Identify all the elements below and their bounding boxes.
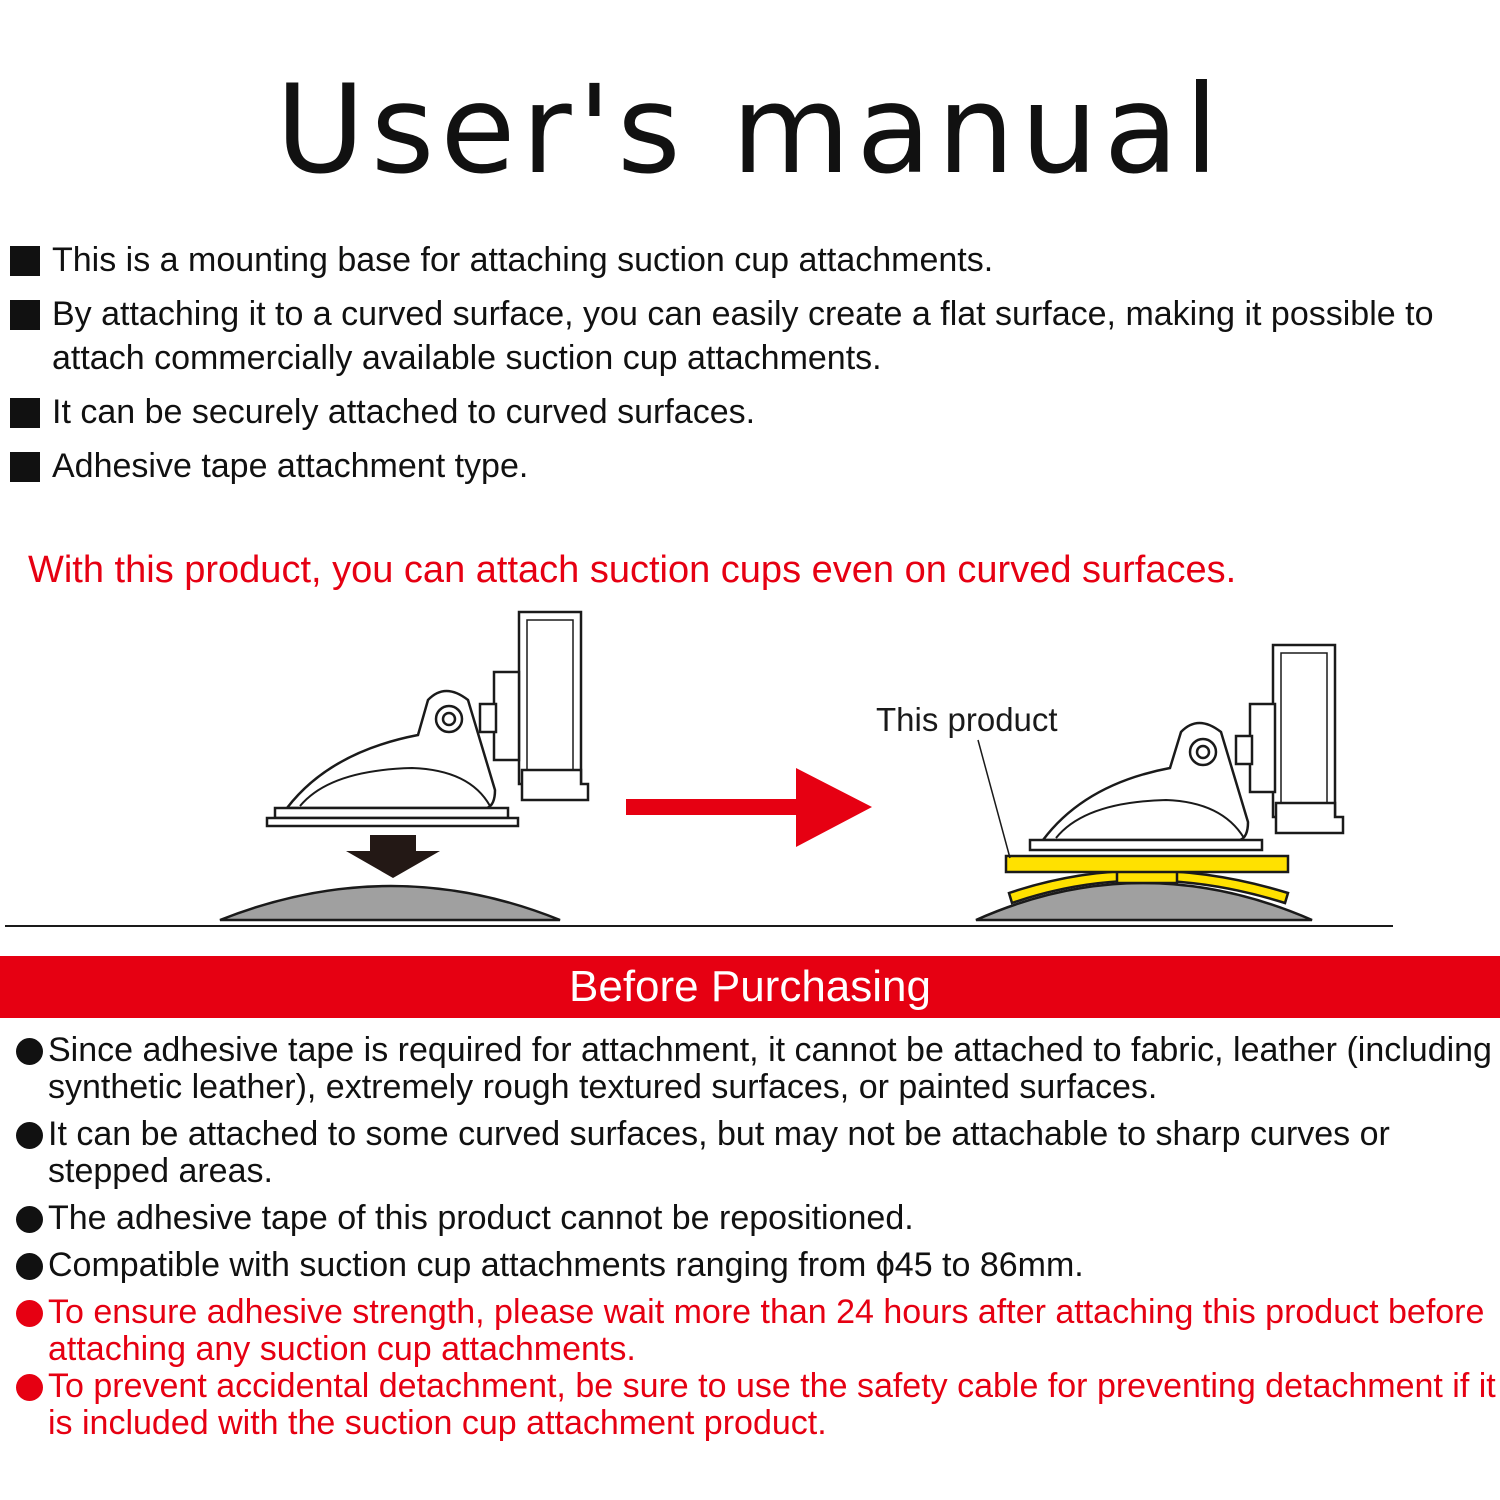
circle-bullet-icon (16, 1300, 43, 1327)
note-text: It can be attached to some curved surfac… (48, 1115, 1390, 1190)
square-bullet-icon (10, 300, 40, 330)
feature-list: This is a mounting base for attaching su… (10, 238, 1495, 498)
suction-mount-left (265, 610, 590, 828)
circle-bullet-icon (16, 1122, 43, 1149)
note-item: The adhesive tape of this product cannot… (16, 1200, 1496, 1237)
note-item: Since adhesive tape is required for atta… (16, 1032, 1496, 1106)
feature-item: It can be securely attached to curved su… (10, 390, 1495, 434)
note-item: It can be attached to some curved surfac… (16, 1116, 1496, 1190)
feature-item: By attaching it to a curved surface, you… (10, 292, 1495, 380)
notes-list: Since adhesive tape is required for atta… (16, 1032, 1496, 1442)
note-text: The adhesive tape of this product cannot… (48, 1199, 914, 1237)
square-bullet-icon (10, 452, 40, 482)
feature-text: It can be securely attached to curved su… (52, 393, 756, 431)
down-arrow-icon (346, 835, 440, 878)
circle-bullet-icon (16, 1206, 43, 1233)
square-bullet-icon (10, 398, 40, 428)
right-arrow-icon (626, 768, 872, 847)
warning-note-item: To ensure adhesive strength, please wait… (16, 1294, 1496, 1368)
note-text: Compatible with suction cup attachments … (48, 1246, 1084, 1284)
feature-text: This is a mounting base for attaching su… (52, 241, 994, 279)
mounting-diagram: This product (5, 610, 1393, 927)
product-label: This product (876, 701, 1058, 738)
note-text: To prevent accidental detachment, be sur… (48, 1367, 1496, 1442)
feature-text: Adhesive tape attachment type. (52, 447, 529, 485)
circle-bullet-icon (16, 1038, 43, 1065)
note-item: Compatible with suction cup attachments … (16, 1247, 1496, 1284)
circle-bullet-icon (16, 1374, 43, 1401)
before-purchasing-banner: Before Purchasing (0, 956, 1500, 1018)
warning-note-item: To prevent accidental detachment, be sur… (16, 1368, 1496, 1442)
page-title: User's manual (275, 59, 1225, 201)
tagline: With this product, you can attach suctio… (28, 549, 1237, 591)
feature-item: Adhesive tape attachment type. (10, 444, 1495, 488)
feature-text: By attaching it to a curved surface, you… (52, 295, 1434, 377)
note-text: Since adhesive tape is required for atta… (48, 1031, 1492, 1106)
leader-line (977, 739, 1011, 859)
feature-item: This is a mounting base for attaching su… (10, 238, 1495, 282)
this-product-base (1004, 854, 1290, 905)
note-text: To ensure adhesive strength, please wait… (48, 1293, 1485, 1368)
circle-bullet-icon (16, 1253, 43, 1280)
square-bullet-icon (10, 246, 40, 276)
curved-surface-left (219, 884, 561, 922)
suction-mount-right (1028, 643, 1345, 852)
